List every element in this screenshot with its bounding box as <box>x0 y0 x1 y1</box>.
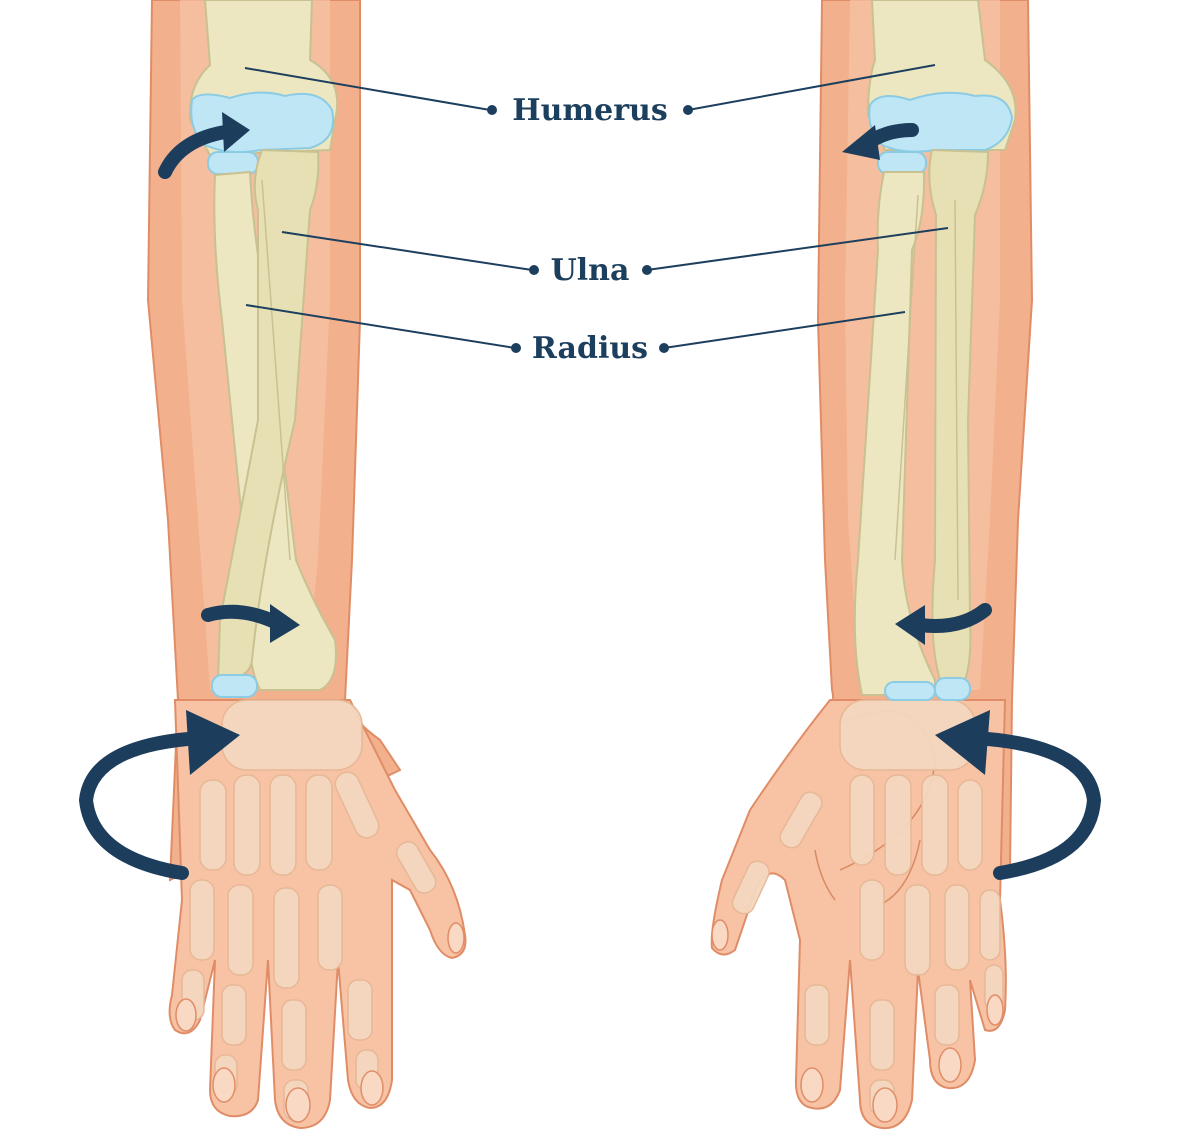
right-elbow-cartilage <box>868 91 1014 153</box>
left-rotation-arrows <box>78 125 282 880</box>
left-arm <box>78 0 467 1130</box>
left-ulna <box>216 148 320 682</box>
right-arm <box>710 0 1102 1130</box>
label-radius: Radius <box>532 331 648 366</box>
label-leaders <box>244 64 949 353</box>
left-elbow-cartilage <box>190 91 334 154</box>
label-ulna: Ulna <box>551 253 630 288</box>
label-humerus: Humerus <box>512 93 668 128</box>
